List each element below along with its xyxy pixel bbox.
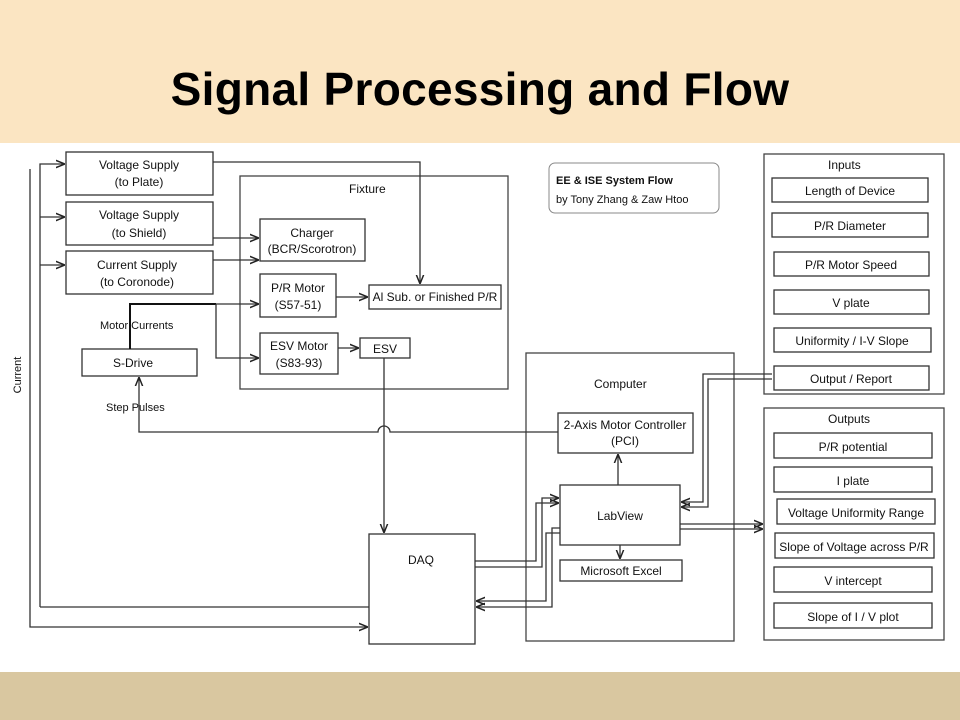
charger-line1: Charger <box>290 226 333 240</box>
current-supply-coronode <box>65 250 214 295</box>
computer-label: Computer <box>594 377 647 391</box>
input-item-label: Length of Device <box>805 184 895 198</box>
diagram-canvas: Fixture Computer Inputs Outputs EE & ISE… <box>12 151 945 645</box>
charger-line2: (BCR/Scorotron) <box>268 242 357 256</box>
connectors <box>29 162 772 627</box>
daq-label: DAQ <box>408 553 434 567</box>
esv-motor-box <box>259 332 339 375</box>
footer-band <box>0 672 960 720</box>
title-banner: Signal Processing and Flow <box>0 0 960 143</box>
inputs-label: Inputs <box>828 158 861 172</box>
excel-label: Microsoft Excel <box>580 564 661 578</box>
input-item <box>771 212 929 238</box>
motor-controller-box <box>557 412 694 454</box>
motor-controller-line2: (PCI) <box>611 434 639 448</box>
motor-currents-label: Motor Currents <box>100 320 174 332</box>
input-item <box>773 365 930 391</box>
legend-box <box>548 162 720 214</box>
output-item <box>773 432 933 459</box>
esv-label: ESV <box>373 342 397 356</box>
voltage-supply-plate-line2: (to Plate) <box>115 175 164 189</box>
output-item-label: V intercept <box>824 574 882 588</box>
output-item-label: Slope of Voltage across P/R <box>779 540 929 554</box>
output-item <box>773 566 933 593</box>
output-item-label: Voltage Uniformity Range <box>788 506 924 520</box>
s-drive-label: S-Drive <box>113 356 153 370</box>
voltage-supply-plate <box>65 151 214 196</box>
output-item-label: P/R potential <box>819 440 888 454</box>
esv-motor-line1: ESV Motor <box>270 339 328 353</box>
voltage-supply-shield-line1: Voltage Supply <box>99 208 179 222</box>
labview-label: LabView <box>597 509 643 523</box>
current-supply-coronode-line2: (to Coronode) <box>100 275 174 289</box>
daq-box <box>368 533 476 645</box>
labview-box <box>559 484 681 546</box>
voltage-supply-shield-line2: (to Shield) <box>112 226 167 240</box>
pr-motor-line2: (S57-51) <box>275 298 322 312</box>
voltage-supply-shield <box>65 201 214 246</box>
input-item <box>771 177 929 203</box>
pr-motor-line1: P/R Motor <box>271 281 325 295</box>
inputs-frame <box>763 153 945 395</box>
output-item-label: I plate <box>837 474 870 488</box>
output-item <box>773 466 933 493</box>
fixture-label: Fixture <box>349 182 386 196</box>
current-side-label: Current <box>12 357 24 394</box>
motor-controller-line1: 2-Axis Motor Controller <box>564 418 687 432</box>
input-item-label: P/R Diameter <box>814 219 886 233</box>
charger-box <box>259 218 366 262</box>
voltage-supply-plate-line1: Voltage Supply <box>99 158 179 172</box>
signal-flow-diagram: Fixture Computer Inputs Outputs EE & ISE… <box>0 143 960 672</box>
excel-box <box>559 559 683 582</box>
pr-motor-box <box>259 273 337 318</box>
output-item-label: Slope of I / V plot <box>807 610 899 624</box>
output-item <box>773 602 933 629</box>
input-item <box>773 251 930 277</box>
input-item-label: V plate <box>832 296 870 310</box>
input-item-label: Uniformity / I-V Slope <box>795 334 909 348</box>
computer-frame <box>525 352 735 642</box>
output-item <box>774 532 935 559</box>
esv-box <box>359 337 411 359</box>
input-item <box>773 327 932 353</box>
input-item-label: Output / Report <box>810 372 893 386</box>
esv-motor-line2: (S83-93) <box>276 356 323 370</box>
s-drive-box <box>81 348 198 377</box>
outputs-label: Outputs <box>828 412 870 426</box>
input-item-label: P/R Motor Speed <box>805 258 897 272</box>
slide-title: Signal Processing and Flow <box>170 63 790 115</box>
legend-title: EE & ISE System Flow <box>556 175 673 187</box>
outputs-frame <box>763 407 945 641</box>
legend-subtitle: by Tony Zhang & Zaw Htoo <box>556 194 688 206</box>
input-item <box>773 289 930 315</box>
al-sub-label: Al Sub. or Finished P/R <box>373 290 498 304</box>
current-supply-coronode-line1: Current Supply <box>97 258 177 272</box>
step-pulses-label: Step Pulses <box>106 402 165 414</box>
fixture-frame <box>239 175 509 390</box>
output-item <box>776 498 936 525</box>
al-sub-box <box>368 284 502 310</box>
